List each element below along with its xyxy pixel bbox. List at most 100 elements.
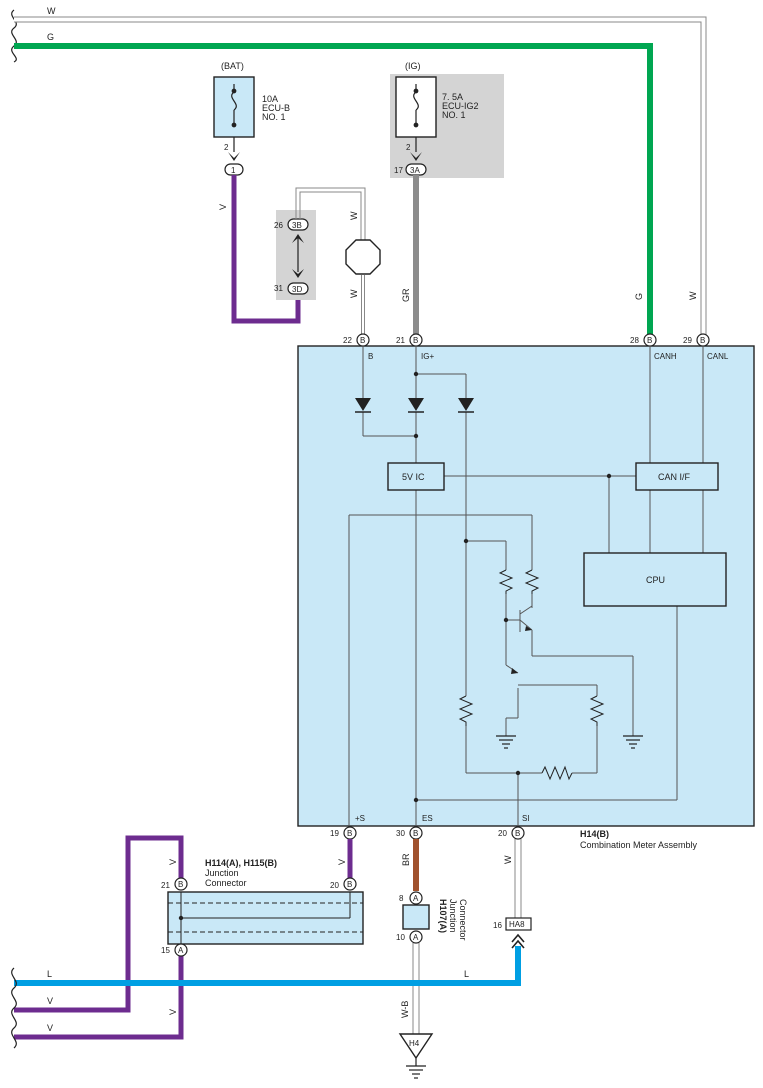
meter-pin-19-conn: B: [347, 829, 352, 838]
wire-label-w-top: W: [47, 6, 56, 16]
wire-v-bat: [231, 175, 301, 324]
wire-label-gr: GR: [401, 288, 411, 302]
inline-pin-26: 26: [274, 221, 283, 230]
junction-h114-pin20: 20: [330, 881, 339, 890]
wire-l: [14, 946, 521, 986]
wire-label-w-si: W: [503, 855, 513, 864]
inline-splice-octagon: [345, 239, 381, 275]
fuse-bat-no: NO. 1: [262, 112, 286, 122]
meter-pin-21-label: IG+: [421, 352, 434, 361]
wire-label-g-side: G: [634, 293, 644, 300]
meter-pin-19: 19 B: [330, 826, 357, 840]
meter-pin-20-conn: B: [515, 829, 520, 838]
ic-5v-block: [387, 462, 445, 491]
fuse-bat-supply: (BAT): [221, 61, 244, 71]
wire-w-top: [14, 16, 707, 335]
inline-conn-3b-label: 3B: [292, 221, 302, 230]
meter-pin-22: 22 B B: [343, 333, 373, 361]
wire-label-g-top: G: [47, 32, 54, 42]
wire-label-w-inline-top: W: [349, 211, 359, 220]
meter-pin-30-label: ES: [422, 814, 433, 823]
meter-code: H14(B): [580, 829, 609, 839]
ground-icon: [496, 735, 643, 749]
junction-h114-pin21: 21: [161, 881, 170, 890]
meter-name: Combination Meter Assembly: [580, 840, 698, 850]
wire-label-br: BR: [401, 853, 411, 866]
can-if-block: [635, 462, 719, 491]
inline-conn-3d-label: 3D: [292, 285, 302, 294]
junction-h114-lines: [168, 892, 363, 944]
wire-label-l-left: L: [47, 969, 52, 979]
transistor-arrow-icon-2: [511, 668, 518, 674]
junction-h114-pin15-conn: A: [178, 946, 184, 955]
junction-h114-line2: Connector: [205, 878, 247, 888]
fuse-bat-conn-label: 1: [231, 166, 236, 175]
inline-conn-3d: [287, 282, 309, 295]
meter-pin-21: 21 B IG+: [396, 333, 434, 361]
junction-h114-pin15: 15: [161, 946, 170, 955]
meter-pin-19-num: 19: [330, 829, 339, 838]
ha8-connector: [505, 917, 532, 931]
wire-label-v-bat: V: [218, 204, 228, 210]
wire-label-l-right: L: [464, 969, 469, 979]
wire-label-v-2: V: [47, 1023, 53, 1033]
inline-conn-3b: [287, 218, 309, 231]
ha8-label: HA8: [509, 920, 525, 929]
fuse-ig-rating: 7. 5A: [442, 92, 463, 102]
fuse-ig-terminal-icon: [410, 152, 422, 161]
meter-pin-22-label: B: [368, 352, 373, 361]
meter-pin-19-label: +S: [355, 814, 365, 823]
fuse-ig-name: ECU-IG2: [442, 101, 479, 111]
diode-icon: [355, 398, 474, 413]
ha8-arrow-icon: [511, 933, 525, 949]
fuse-bat-name: ECU-B: [262, 103, 290, 113]
junction-h114-line1: Junction: [205, 868, 239, 878]
cpu-label: CPU: [646, 575, 665, 585]
wire-label-wb: W-B: [400, 1001, 410, 1018]
junction-h107-line2: Connector: [458, 899, 468, 941]
junction-h107-pin10-conn: A: [413, 933, 419, 942]
junction-h107-pin8-terminal: [409, 891, 423, 905]
fuse-bat-terminal-icon: [228, 152, 240, 161]
ic-5v-label: 5V IC: [402, 472, 425, 482]
meter-pin-29-num: 29: [683, 336, 692, 345]
inline-pin-31: 31: [274, 284, 283, 293]
meter-pin-30: 30 B: [396, 826, 423, 840]
meter-pin-30-num: 30: [396, 829, 405, 838]
meter-pin-20-num: 20: [498, 829, 507, 838]
transistor-arrow-icon: [525, 626, 532, 631]
fuse-ig-no: NO. 1: [442, 110, 466, 120]
ground-h4-icon: [406, 1058, 426, 1079]
wire-label-v-js: V: [337, 859, 347, 865]
meter-pin-29-conn: B: [700, 336, 705, 345]
junction-h107-code: H107(A): [438, 899, 448, 933]
wire-v-junction-bottom: [14, 955, 184, 1040]
meter-pin-20-label: SI: [522, 814, 530, 823]
fuse-ig-pin: 2: [406, 143, 411, 152]
junction-h107-body: [402, 904, 430, 930]
can-if-label: CAN I/F: [658, 472, 691, 482]
junction-h114-code: H114(A), H115(B): [205, 858, 277, 868]
wire-g-top: [14, 43, 653, 335]
meter-pin-20: 20 B: [498, 826, 525, 840]
junction-h107-pin10: 10: [396, 933, 405, 942]
meter-pin-28-label: CANH: [654, 352, 677, 361]
junction-dot-icon: [413, 371, 612, 803]
cpu-block: [583, 552, 727, 607]
junction-h114-pin20-terminal: [343, 877, 357, 891]
resistor-icon: [458, 569, 605, 781]
meter-pin-22-conn: B: [360, 336, 365, 345]
fuse-ig-conn-label: 3A: [410, 166, 420, 175]
junction-h114-pin21-terminal: [174, 877, 188, 891]
meter-pin-21-num: 21: [396, 336, 405, 345]
meter-pin-30-conn: B: [413, 829, 418, 838]
inline-arrow-down-icon: [292, 269, 304, 278]
meter-internal-circuit: [348, 346, 704, 826]
junction-h114-dot-icon: [178, 915, 184, 921]
meter-pin-22-num: 22: [343, 336, 352, 345]
junction-h107-pin8: 8: [399, 894, 404, 903]
meter-pin-28-num: 28: [630, 336, 639, 345]
fuse-bat-icon: [231, 84, 237, 128]
junction-h114-pin15-terminal: [174, 943, 188, 957]
